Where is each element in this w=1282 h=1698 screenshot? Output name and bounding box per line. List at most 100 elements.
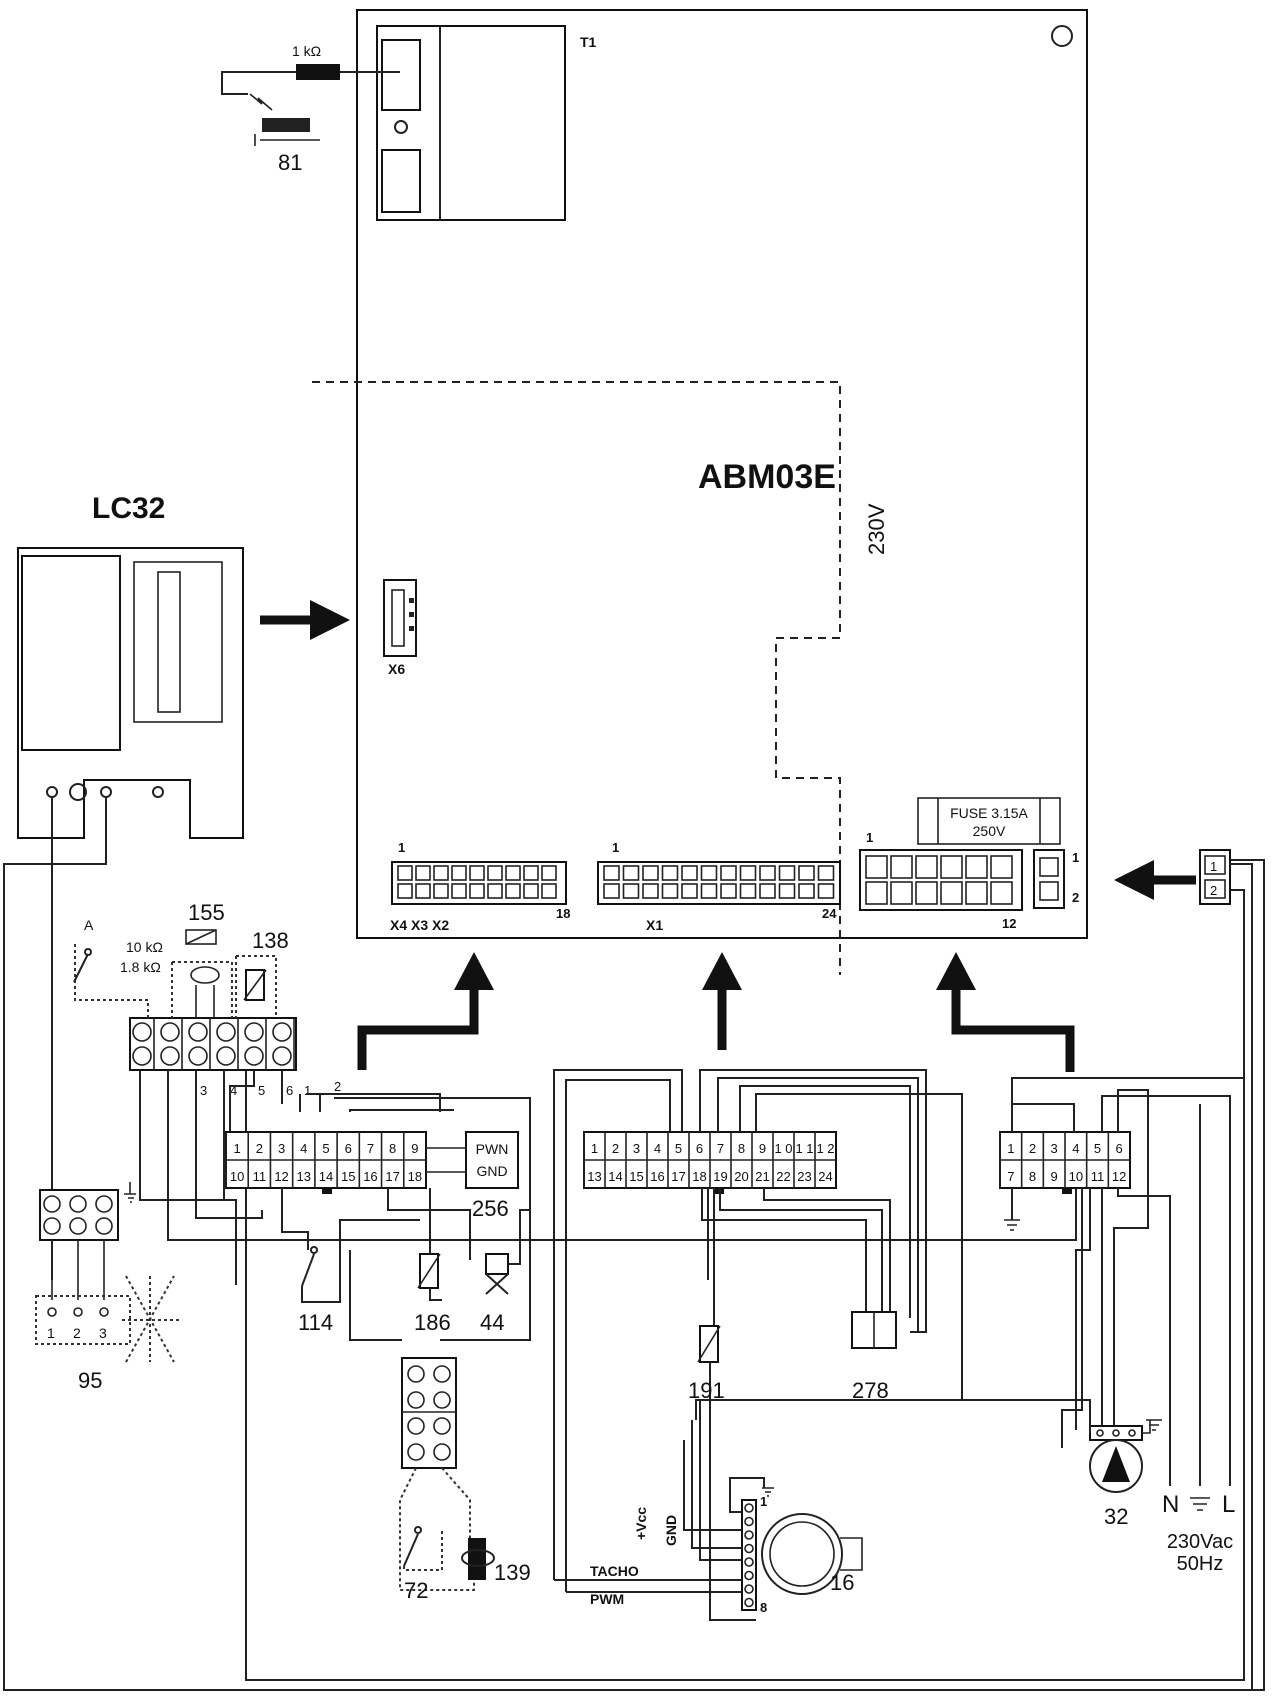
terminal-6-label: 6	[286, 1083, 293, 1098]
c72-label: 72	[404, 1578, 428, 1603]
conncenter-bottom-pin: 16	[650, 1169, 664, 1184]
conn256-bottom-pin: 18	[408, 1169, 422, 1184]
sensors-mid: 114 186 44	[281, 1188, 530, 1335]
x1-cell	[661, 883, 679, 899]
power-cell	[865, 881, 888, 905]
power-pin-1-label: 1	[866, 830, 873, 845]
vcc-label: +Vcc	[633, 1507, 649, 1540]
x1-cell	[739, 883, 757, 899]
c44-label: 44	[480, 1310, 504, 1335]
supply-voltage: 230Vac	[1167, 1531, 1233, 1553]
conncenter-top-pin: 5	[675, 1141, 682, 1156]
connright-top-pin: 4	[1072, 1141, 1079, 1156]
conn256-bottom-pin: 16	[363, 1169, 377, 1184]
small-pin-1-label: 1	[1072, 850, 1079, 865]
x1-cell	[778, 865, 796, 881]
fan-gnd-label: GND	[663, 1515, 679, 1546]
c139-label: 139	[494, 1560, 531, 1585]
conncenter-top-pin: 8	[738, 1141, 745, 1156]
tacho-label: TACHO	[590, 1563, 639, 1579]
conn256-bottom-pin: 17	[385, 1169, 399, 1184]
conncenter-bottom-pin: 23	[797, 1169, 811, 1184]
x1-cell	[661, 865, 679, 881]
x4-cell	[505, 865, 521, 881]
voltage-boundary	[312, 381, 841, 975]
small-pin-2-label: 2	[1072, 890, 1079, 905]
terminal-screw	[407, 1391, 425, 1409]
thermostat-72-139: 72 139	[349, 1250, 531, 1603]
c191-label: 191	[688, 1378, 725, 1403]
pwn-label: PWN	[476, 1141, 509, 1157]
arrow-x4	[357, 980, 479, 1070]
power-cell	[990, 881, 1013, 905]
supply-n-label: N	[1162, 1491, 1179, 1518]
terminal-screw	[244, 1022, 264, 1042]
terminal-screw	[160, 1046, 180, 1066]
board-abm03e: T1 ABM03E 230V X6 1 18 X4 X3 X2 1 24	[312, 9, 1088, 975]
x1-cell	[681, 865, 698, 881]
terminal-screw	[407, 1443, 425, 1461]
conncenter-bottom-pin: 13	[587, 1169, 601, 1184]
gnd-label: GND	[476, 1163, 507, 1179]
terminal-screw	[43, 1195, 61, 1213]
conn256-top-pin: 3	[278, 1141, 285, 1156]
mounting-hole	[1051, 25, 1073, 47]
connright-bottom-pin: 7	[1007, 1169, 1014, 1184]
x4-cell	[415, 865, 431, 881]
voltage-label: 230V	[864, 503, 889, 555]
terminal-screw	[160, 1022, 180, 1042]
r18k-label: 1.8 kΩ	[120, 959, 161, 975]
fan-pin	[744, 1557, 754, 1567]
conn256-top-pin: 8	[389, 1141, 396, 1156]
x1-cell	[603, 883, 620, 899]
switch-a-label: A	[84, 917, 94, 933]
x1-cell	[817, 865, 835, 881]
plug-pin-1: 1	[1210, 859, 1217, 874]
connright-bottom-pin: 10	[1069, 1169, 1083, 1184]
x4-cell	[451, 865, 467, 881]
x1-label: X1	[646, 917, 663, 933]
x4-cell	[415, 883, 431, 899]
conncenter-bottom-pin: 18	[692, 1169, 706, 1184]
connright-top-pin: 3	[1051, 1141, 1058, 1156]
c16-label: 16	[830, 1570, 854, 1595]
conncenter-bottom-pin: 15	[629, 1169, 643, 1184]
c138-label: 138	[252, 928, 289, 953]
conncenter-bottom-pin: 19	[713, 1169, 727, 1184]
pump-32: 32	[695, 1399, 1162, 1529]
lc32-title: LC32	[92, 492, 165, 525]
power-cell	[940, 881, 963, 905]
conn256-top-pin: 4	[300, 1141, 307, 1156]
c256-label: 256	[472, 1196, 509, 1221]
fan-pin-8: 8	[760, 1600, 767, 1615]
resistor-value: 1 kΩ	[292, 43, 321, 59]
plug-pin-2: 2	[1210, 883, 1217, 898]
x4-cell	[487, 883, 503, 899]
conn256-bottom-pin: 12	[274, 1169, 288, 1184]
fan-pin	[744, 1597, 754, 1608]
terminal-screw	[188, 1046, 208, 1066]
fan-pin	[744, 1570, 754, 1581]
conncenter-top-pin: 1 0	[774, 1141, 792, 1156]
pin-1-label: 1	[398, 840, 405, 855]
x4-cell	[469, 883, 485, 899]
lc32-module: LC32	[3, 492, 1265, 1691]
conncenter-bottom-pin: 14	[608, 1169, 622, 1184]
terminal-2-label: 2	[334, 1079, 341, 1094]
fan-pin	[744, 1503, 754, 1513]
plug-2pin: 1 2	[245, 849, 1253, 1690]
c155-label: 155	[188, 900, 225, 925]
connector-x4-x3-x2: 1 18 X4 X3 X2	[390, 840, 570, 933]
conn256-top-pin: 1	[233, 1141, 240, 1156]
x4-cell	[541, 883, 557, 899]
pin95-3: 3	[99, 1325, 107, 1341]
x4-cell	[505, 883, 521, 899]
x1-cell	[817, 883, 835, 899]
x1-cell	[798, 883, 815, 899]
power-cell	[965, 881, 988, 905]
conncenter-bottom-pin: 20	[734, 1169, 748, 1184]
conn256-bottom-pin: 14	[319, 1169, 333, 1184]
conn256-top-pin: 5	[322, 1141, 329, 1156]
